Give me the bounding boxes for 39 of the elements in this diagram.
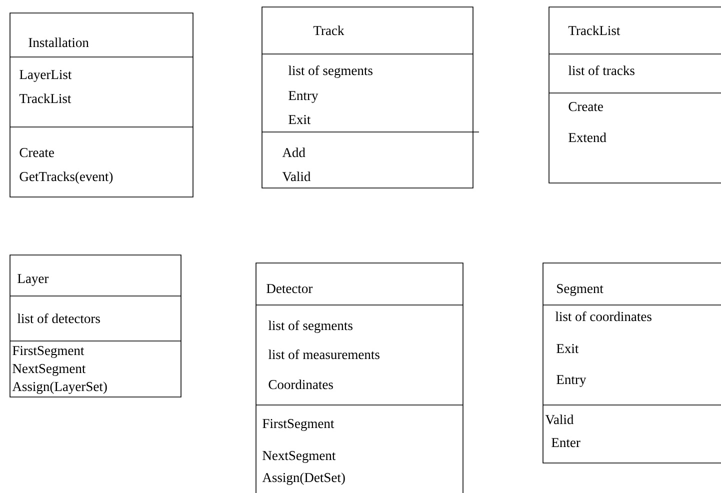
member-text: Exit bbox=[288, 115, 311, 124]
class-name: Installation bbox=[28, 38, 89, 48]
member-text: Extend bbox=[568, 132, 606, 142]
member-text: Create bbox=[20, 148, 54, 158]
member-text: list of measurements bbox=[268, 349, 380, 360]
member-text: list of tracks bbox=[568, 66, 634, 76]
member-text: Enter bbox=[552, 438, 580, 448]
member-text: Valid bbox=[282, 172, 311, 182]
class-box bbox=[262, 6, 480, 188]
class-name: Layer bbox=[18, 274, 49, 286]
member-text: TrackList bbox=[19, 94, 72, 104]
member-text: Exit bbox=[556, 344, 579, 354]
member-text: Assign(LayerSet) bbox=[12, 382, 107, 394]
member-text: GetTracks(event) bbox=[20, 172, 113, 184]
member-text: Coordinates bbox=[268, 380, 333, 390]
member-text: Create bbox=[568, 102, 603, 112]
class-name: TrackList bbox=[568, 26, 620, 36]
member-text: FirstSegment bbox=[262, 419, 334, 431]
class-box bbox=[542, 262, 721, 464]
class-box bbox=[10, 12, 194, 198]
class-box bbox=[548, 6, 721, 184]
member-text: Assign(DetSet) bbox=[262, 472, 345, 485]
class-name: Segment bbox=[557, 284, 604, 296]
member-text: list of segments bbox=[288, 66, 372, 78]
member-text: Valid bbox=[545, 414, 574, 424]
member-text: Add bbox=[282, 148, 306, 158]
member-text: list of detectors bbox=[17, 313, 100, 324]
class-name: Detector bbox=[266, 284, 313, 294]
member-text: NextSegment bbox=[262, 451, 336, 463]
class-box bbox=[10, 254, 182, 398]
member-text: NextSegment bbox=[12, 364, 86, 376]
member-text: list of coordinates bbox=[555, 311, 652, 322]
member-text: FirstSegment bbox=[12, 346, 84, 358]
member-text: LayerList bbox=[20, 70, 72, 82]
member-text: list of segments bbox=[268, 320, 352, 333]
class-name: Track bbox=[313, 26, 344, 36]
class-box bbox=[256, 262, 464, 493]
member-text: Entry bbox=[556, 375, 586, 387]
member-text: Entry bbox=[288, 91, 318, 103]
